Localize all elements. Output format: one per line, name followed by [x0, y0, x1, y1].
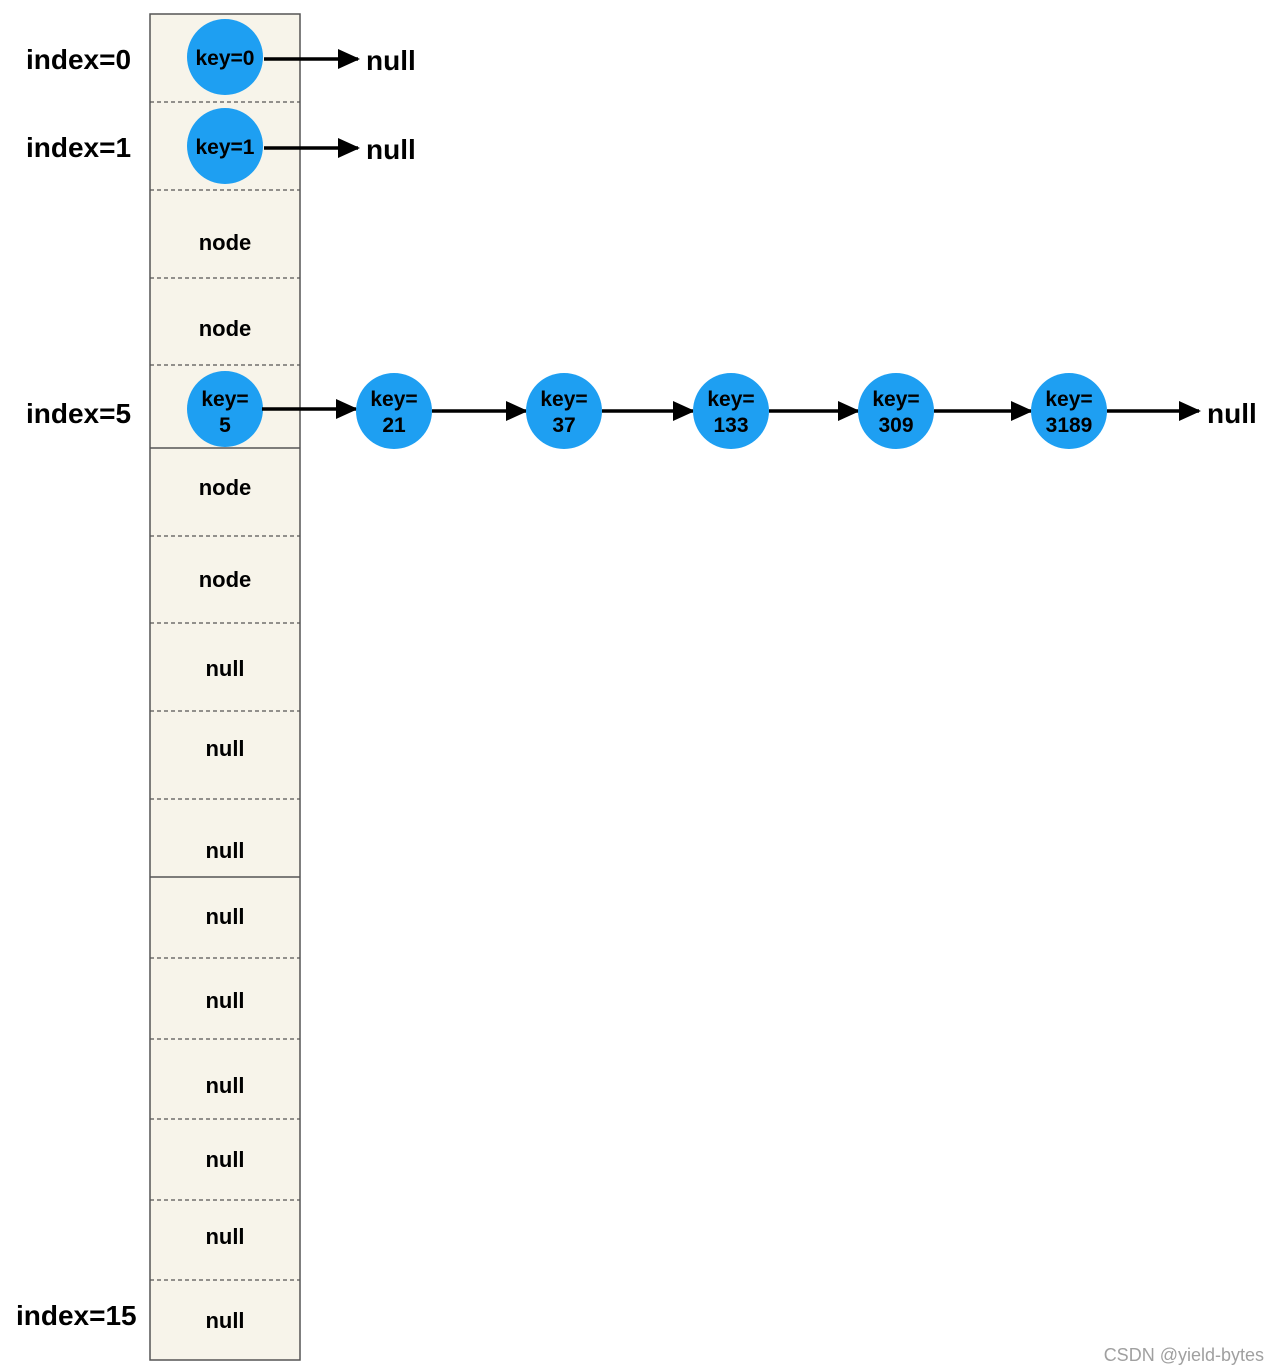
- null-terminal: null: [366, 134, 416, 165]
- chain-node: key= 21: [356, 373, 432, 449]
- node-key-line1: key=: [707, 388, 754, 411]
- node-key-line2: 5: [219, 414, 231, 437]
- bucket-cells: key=0 null key=1 null node node key= 5 node node n…: [187, 19, 416, 1333]
- node-circle: [693, 373, 769, 449]
- node-key-line2: 309: [878, 414, 913, 437]
- chain-node: key= 133: [693, 373, 769, 449]
- bucket-label: null: [205, 988, 244, 1013]
- bucket-1: key=1 null: [187, 108, 416, 184]
- node-key-line2: 133: [713, 414, 748, 437]
- node-key-label: key=0: [196, 47, 255, 70]
- bucket-9: null: [205, 838, 244, 863]
- chain-node: key= 309: [858, 373, 934, 449]
- index-label: index=0: [26, 44, 131, 75]
- node-key-line2: 37: [552, 414, 575, 437]
- bucket-7: null: [205, 656, 244, 681]
- node-key-line1: key=: [540, 388, 587, 411]
- bucket-label: null: [205, 1224, 244, 1249]
- chain-node: key= 37: [526, 373, 602, 449]
- node-key-line1: key=: [201, 388, 248, 411]
- bucket-label: null: [205, 736, 244, 761]
- bucket-label: node: [199, 316, 252, 341]
- node-key-line2: 21: [382, 414, 406, 437]
- watermark: CSDN @yield-bytes: [1103, 1345, 1264, 1365]
- bucket-label: null: [205, 1308, 244, 1333]
- bucket-label: null: [205, 1073, 244, 1098]
- index-label: index=15: [16, 1300, 137, 1331]
- bucket-8: null: [205, 736, 244, 761]
- bucket-10: null: [205, 904, 244, 929]
- index-labels: index=0 index=1 index=5 index=15: [16, 44, 137, 1331]
- bucket-label: node: [199, 567, 252, 592]
- node-circle: [1031, 373, 1107, 449]
- bucket-15: null: [205, 1308, 244, 1333]
- bucket-dividers: [150, 101, 300, 1281]
- collision-chain: key= 21 key= 37 key= 133 key= 309 key= 3189 null: [262, 373, 1257, 449]
- bucket-label: null: [205, 1147, 244, 1172]
- bucket-0: key=0 null: [187, 19, 416, 95]
- node-circle: [356, 373, 432, 449]
- bucket-14: null: [205, 1224, 244, 1249]
- index-label: index=1: [26, 132, 131, 163]
- null-terminal: null: [366, 45, 416, 76]
- bucket-label: null: [205, 904, 244, 929]
- bucket-4: key= 5: [187, 371, 263, 447]
- node-circle: [187, 371, 263, 447]
- bucket-5: node: [199, 475, 252, 500]
- chain-node: key= 3189: [1031, 373, 1107, 449]
- bucket-3: node: [199, 316, 252, 341]
- node-key-line1: key=: [872, 388, 919, 411]
- node-key-line1: key=: [370, 388, 417, 411]
- bucket-6: node: [199, 567, 252, 592]
- bucket-2: node: [199, 230, 252, 255]
- bucket-label: node: [199, 475, 252, 500]
- bucket-label: node: [199, 230, 252, 255]
- node-key-line1: key=: [1045, 388, 1092, 411]
- bucket-label: null: [205, 656, 244, 681]
- bucket-13: null: [205, 1147, 244, 1172]
- node-circle: [187, 108, 263, 184]
- bucket-label: null: [205, 838, 244, 863]
- bucket-12: null: [205, 1073, 244, 1098]
- index-label: index=5: [26, 398, 131, 429]
- node-key-line2: 3189: [1046, 414, 1093, 437]
- node-key-label: key=1: [196, 136, 255, 159]
- bucket-array: [149, 13, 301, 1361]
- node-circle: [526, 373, 602, 449]
- chain-null-terminal: null: [1207, 398, 1257, 429]
- bucket-11: null: [205, 988, 244, 1013]
- node-circle: [858, 373, 934, 449]
- node-circle: [187, 19, 263, 95]
